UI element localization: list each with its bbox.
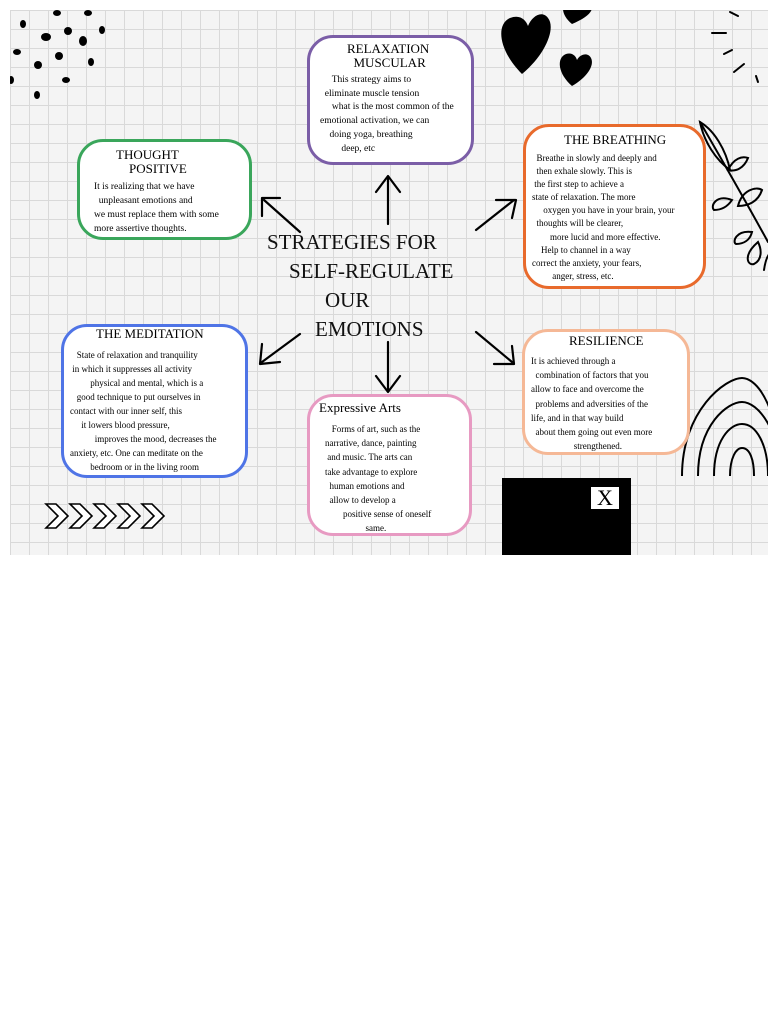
- box-title: THOUGHT POSITIVE: [116, 147, 187, 176]
- box-title: RELAXATION MUSCULAR: [347, 41, 430, 70]
- box-body: It is realizing that we have unpleasant …: [94, 182, 219, 234]
- arrow-icon: [374, 174, 402, 226]
- expressive-arts-box: Expressive Arts Forms of art, such as th…: [307, 394, 472, 536]
- box-body: It is achieved through a combination of …: [531, 356, 653, 452]
- box-body: This strategy aims to eliminate muscle t…: [320, 75, 454, 154]
- box-title: Expressive Arts: [319, 400, 401, 415]
- arrow-icon: [260, 196, 302, 234]
- central-title-line-4: EMOTIONS: [315, 317, 424, 341]
- rainbow-icon: [681, 376, 768, 477]
- mind-map-board: STRATEGIES FOR SELF-REGULATE OUR EMOTION…: [10, 10, 768, 555]
- breathing-box: THE BREATHING Breathe in slowly and deep…: [523, 124, 706, 289]
- box-body: State of relaxation and tranquility in w…: [70, 350, 217, 472]
- box-body: Forms of art, such as the narrative, dan…: [325, 424, 432, 534]
- box-title: THE BREATHING: [564, 132, 667, 147]
- chevron-icon: [44, 503, 166, 529]
- scribble-dot-icon: [10, 10, 105, 99]
- meditation-box: THE MEDITATION State of relaxation and t…: [61, 324, 248, 478]
- sparkle-line-icon: [711, 11, 759, 83]
- doodle-layer: [10, 10, 768, 529]
- close-button[interactable]: X: [591, 487, 619, 509]
- arrow-icon: [474, 198, 518, 232]
- arrow-icon: [258, 332, 302, 366]
- leaf-branch-icon: [698, 120, 768, 271]
- arrow-icon: [474, 330, 516, 366]
- box-title: RESILIENCE: [569, 333, 644, 348]
- central-title-line-3: OUR: [325, 288, 370, 312]
- central-title-line-1: STRATEGIES FOR: [267, 230, 437, 254]
- relaxation-muscular-box: RELAXATION MUSCULAR This strategy aims t…: [307, 35, 474, 165]
- central-title-line-2: SELF-REGULATE: [289, 259, 454, 283]
- box-title: THE MEDITATION: [96, 326, 204, 341]
- heart-icon: [501, 14, 551, 74]
- thought-positive-box: THOUGHT POSITIVE It is realizing that we…: [77, 139, 252, 240]
- heart-icon: [563, 10, 592, 24]
- heart-icon: [559, 53, 592, 86]
- box-body: Breathe in slowly and deeply and then ex…: [532, 153, 675, 281]
- arrow-icon: [374, 340, 402, 394]
- resilience-box: RESILIENCE It is achieved through a comb…: [522, 329, 690, 455]
